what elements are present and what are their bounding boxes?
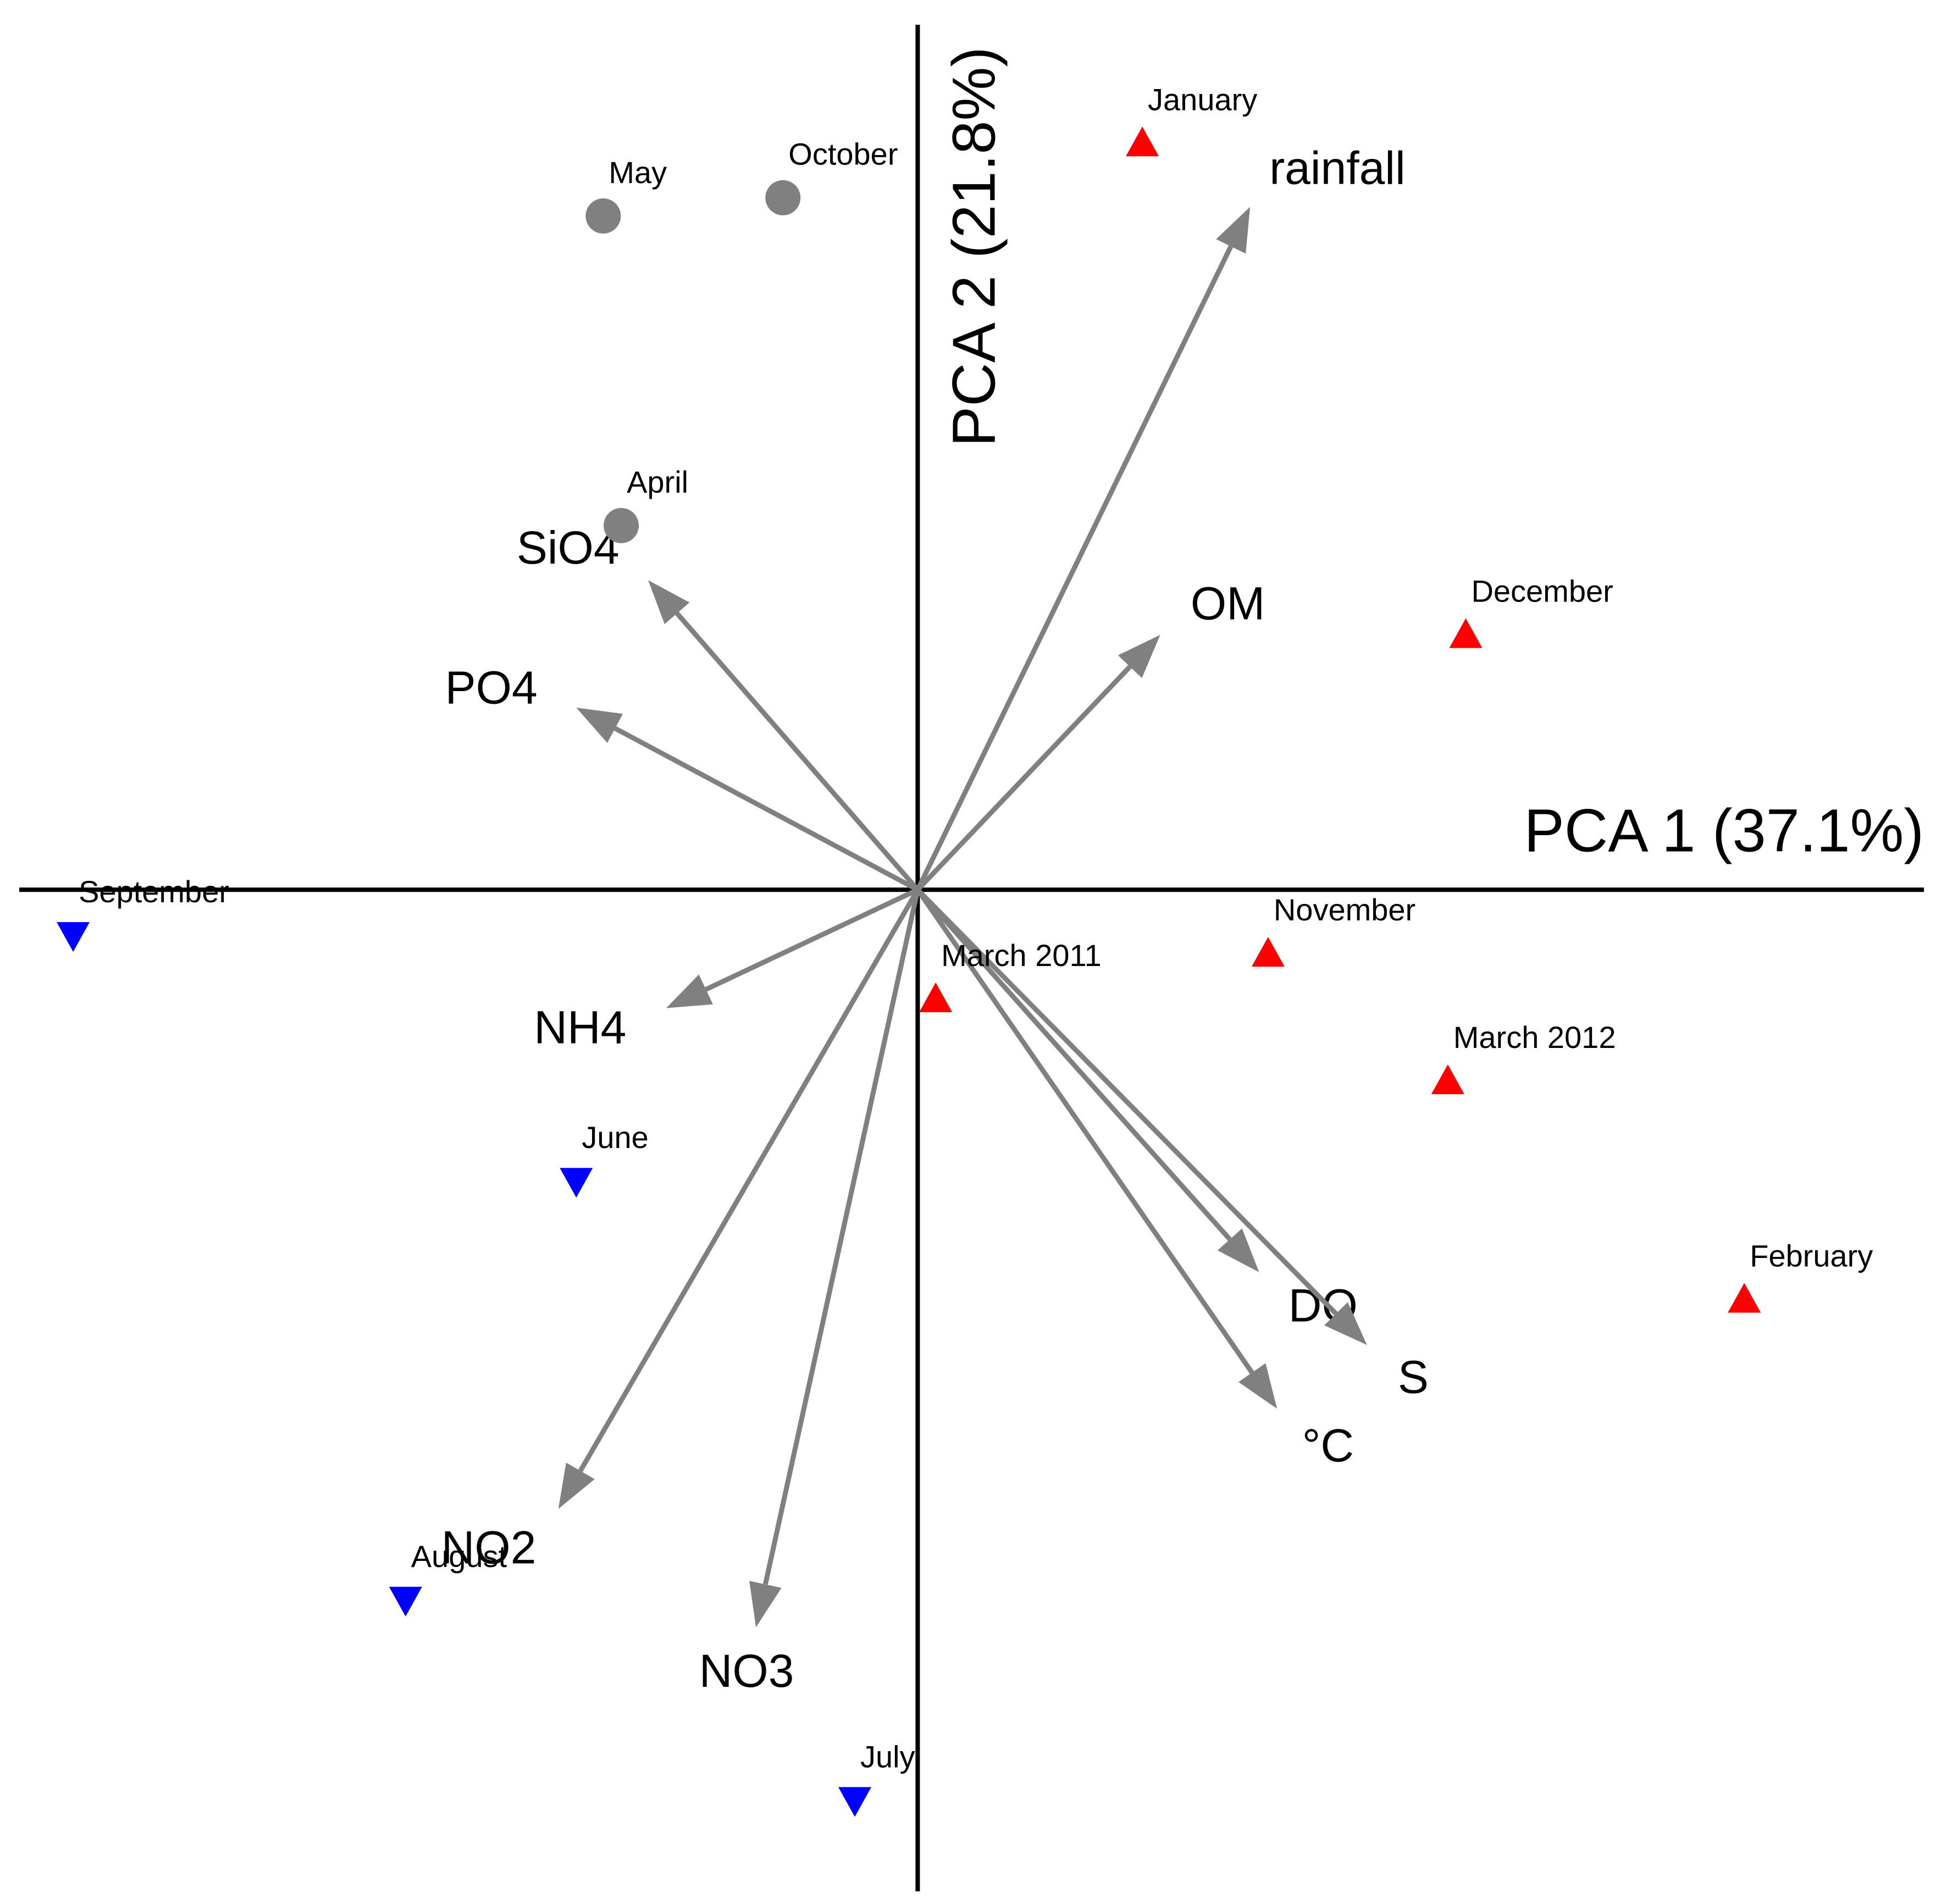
variable-label: °C	[1302, 1420, 1354, 1471]
point-june	[560, 1168, 593, 1198]
variable-label: NO2	[441, 1522, 537, 1574]
variable-label: PO4	[445, 661, 538, 713]
point-label: November	[1274, 892, 1415, 927]
arrow-no2	[578, 888, 920, 1472]
arrowhead-nh4	[666, 974, 713, 1008]
y-axis-title: PCA 2 (21.8%)	[940, 47, 1008, 447]
arrowhead-°c	[1238, 1363, 1278, 1409]
point-label: April	[627, 465, 688, 499]
arrowhead-om	[1118, 634, 1160, 678]
point-label: July	[860, 1739, 915, 1774]
point-july	[838, 1787, 872, 1817]
point-march-2011	[919, 983, 953, 1013]
arrowhead-sio4	[648, 580, 690, 625]
point-label: October	[788, 137, 898, 172]
point-december	[1449, 618, 1483, 648]
variable-label: S	[1398, 1351, 1429, 1403]
point-may	[585, 198, 621, 234]
arrowhead-no2	[558, 1463, 595, 1509]
point-january	[1126, 126, 1159, 157]
arrowhead-do	[1217, 1228, 1259, 1272]
point-march-2012	[1431, 1064, 1464, 1095]
x-axis-title: PCA 1 (37.1%)	[1524, 797, 1924, 864]
point-november	[1251, 937, 1285, 967]
point-september	[57, 922, 90, 952]
point-label: March 2011	[941, 938, 1102, 973]
point-label: March 2012	[1453, 1020, 1616, 1055]
variable-label: NO3	[699, 1645, 794, 1697]
variable-label: SiO4	[517, 522, 620, 573]
point-label: May	[609, 155, 667, 190]
arrow-do	[916, 888, 1232, 1241]
point-label: June	[582, 1120, 648, 1155]
point-label: February	[1750, 1239, 1873, 1273]
point-october	[765, 180, 801, 216]
arrow-sio4	[675, 611, 920, 892]
variable-label: OM	[1191, 578, 1265, 630]
point-february	[1728, 1283, 1761, 1313]
arrowhead-s	[1324, 1302, 1367, 1345]
point-august	[389, 1587, 422, 1617]
arrow-nh4	[705, 887, 919, 992]
point-label: January	[1148, 82, 1257, 117]
arrowhead-no3	[749, 1581, 782, 1627]
arrow-om	[916, 665, 1132, 892]
point-label: September	[79, 874, 229, 909]
arrow-°c	[915, 888, 1254, 1375]
arrow-po4	[613, 726, 919, 892]
variable-label: NH4	[534, 1002, 626, 1053]
arrowhead-po4	[576, 708, 623, 743]
arrow-no3	[762, 889, 920, 1585]
point-april	[604, 507, 639, 543]
arrow-s	[916, 888, 1338, 1316]
point-label: December	[1471, 574, 1613, 609]
point-label: August	[411, 1539, 507, 1574]
arrowhead-rainfall	[1216, 207, 1251, 254]
variable-label: rainfall	[1269, 142, 1405, 194]
arrow-rainfall	[915, 245, 1234, 891]
